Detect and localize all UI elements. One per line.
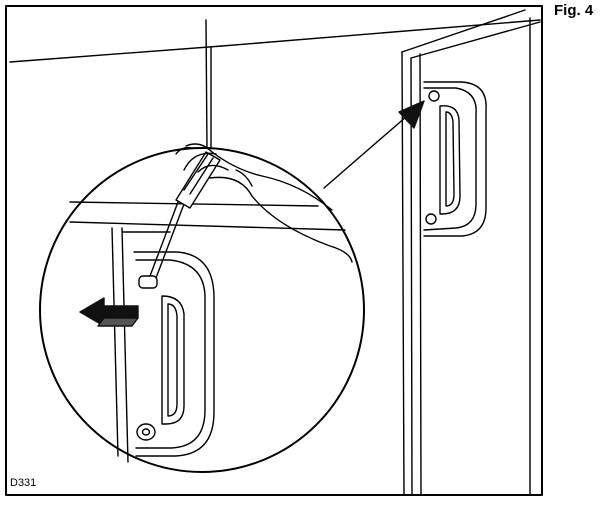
figure-code: D331 (10, 477, 37, 489)
door-handle (423, 81, 487, 237)
detail-circle (39, 147, 365, 473)
figure-frame (5, 5, 543, 496)
figure-label: Fig. 4 (554, 2, 594, 19)
detail-view (69, 143, 353, 463)
pointer-arrow (323, 100, 425, 189)
room-background (9, 19, 541, 151)
arrowhead-icon (398, 100, 425, 129)
hand-icon (175, 143, 353, 263)
appliance-door (401, 9, 541, 496)
